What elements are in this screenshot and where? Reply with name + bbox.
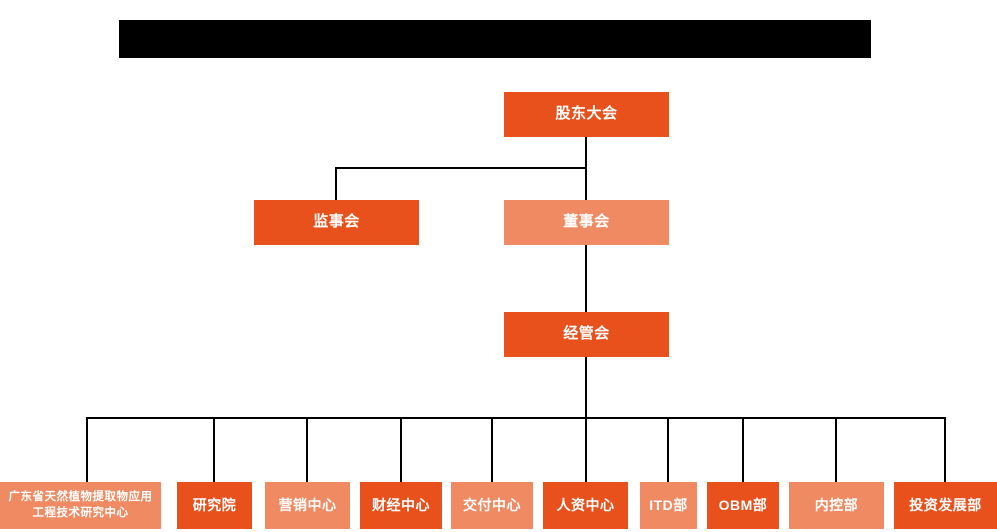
org-node-label: 经管会	[563, 325, 610, 343]
org-node-supervisory-board[interactable]: 监事会	[254, 200, 419, 245]
org-node-label: 财经中心	[372, 496, 430, 513]
org-node-hr-center[interactable]: 人资中心	[543, 482, 628, 529]
org-node-marketing-center[interactable]: 营销中心	[265, 482, 350, 529]
org-node-obm-department[interactable]: OBM部	[707, 482, 779, 529]
org-node-board-of-directors[interactable]: 董事会	[504, 200, 669, 245]
org-node-label: 董事会	[563, 213, 610, 231]
org-node-label: 监事会	[313, 213, 360, 231]
org-node-label: 投资发展部	[909, 496, 982, 513]
org-node-investment-development-department[interactable]: 投资发展部	[894, 482, 997, 529]
org-node-label: 内控部	[814, 496, 859, 513]
org-node-label: 人资中心	[556, 496, 615, 513]
org-node-delivery-center[interactable]: 交付中心	[451, 482, 533, 529]
org-node-internal-control-department[interactable]: 内控部	[789, 482, 884, 529]
org-node-label: 营销中心	[278, 496, 337, 513]
org-node-itd-department[interactable]: ITD部	[640, 482, 697, 529]
org-node-research-institute[interactable]: 研究院	[177, 482, 252, 529]
org-node-guangdong-research-center[interactable]: 广东省天然植物提取物应用工程技术研究中心	[0, 482, 161, 529]
org-node-label: 研究院	[192, 496, 237, 513]
org-node-label: OBM部	[718, 496, 768, 513]
org-node-finance-center[interactable]: 财经中心	[360, 482, 442, 529]
org-node-shareholders-meeting[interactable]: 股东大会	[504, 92, 669, 137]
org-node-label: ITD部	[649, 496, 688, 513]
org-node-label: 广东省天然植物提取物应用工程技术研究中心	[8, 490, 153, 519]
org-node-label: 股东大会	[555, 105, 618, 123]
redacted-title-bar	[119, 20, 871, 58]
org-node-management-committee[interactable]: 经管会	[504, 312, 669, 357]
org-node-label: 交付中心	[463, 496, 521, 513]
